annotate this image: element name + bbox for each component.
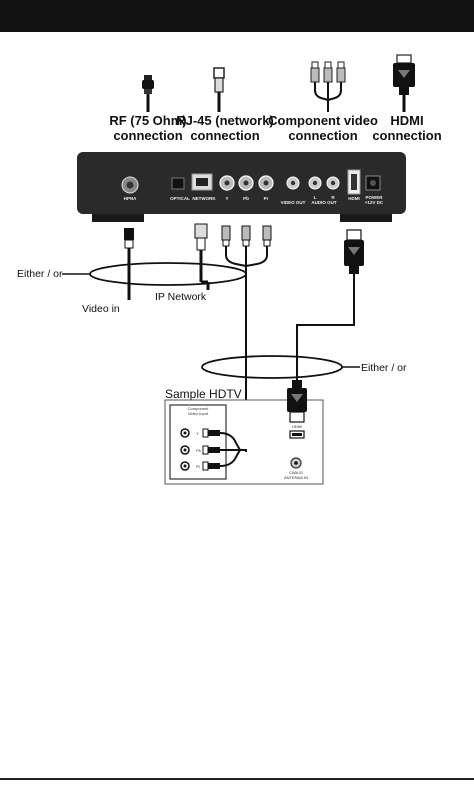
hdmi-port-label: HDMI — [348, 196, 360, 201]
pb-port-label: Pb — [243, 196, 249, 201]
tv-component-jacks — [180, 428, 190, 471]
component-label-line2: connection — [288, 128, 357, 143]
rj45-label-line1: RJ-45 (network) — [176, 113, 274, 128]
component-label-line1: Component video — [268, 113, 378, 128]
component-ports — [219, 175, 274, 191]
network-port-label: NETWORK — [192, 196, 216, 201]
header-bar — [0, 0, 474, 32]
optical-port — [171, 177, 185, 190]
tv-cable-label-line1: CABLE/ — [289, 470, 304, 475]
hdmi-port — [347, 169, 361, 195]
tv-hdmi-label: HDMI — [292, 424, 302, 429]
hdmi-cable — [296, 229, 364, 380]
video-out-label: VIDEO OUT — [281, 200, 306, 205]
component-connector-icon — [310, 61, 346, 112]
either-or-label-right: Either / or — [361, 362, 407, 374]
network-cable — [194, 223, 210, 290]
network-port — [191, 173, 213, 191]
hpna-port-label: HPNA — [124, 196, 138, 201]
power-label-line2: +12V DC — [365, 200, 384, 205]
rf-connector-icon — [142, 75, 154, 112]
tv-cable-label-line2: ANTENNA IN — [284, 475, 308, 480]
tv-cable-antenna-port — [290, 457, 302, 469]
tv-pb-label: Pb — [196, 448, 202, 453]
y-port-label: Y — [225, 196, 228, 201]
audio-r-label: R — [331, 195, 335, 200]
either-or-loop-left — [62, 262, 247, 286]
hdmi-label-line1: HDMI — [390, 113, 423, 128]
av-output-ports — [286, 176, 340, 190]
tv-component-plugs — [202, 428, 247, 471]
set-top-box-back-panel: HPNA OPTICAL NETWORK Y Pb Pr — [77, 152, 406, 222]
hdmi-connector-icon — [393, 54, 415, 112]
audio-l-label: L — [314, 195, 317, 200]
footer-rule — [0, 778, 474, 780]
tv-hdmi-port — [289, 430, 305, 439]
either-or-loop-right — [201, 355, 360, 379]
tv-hdmi-plug — [287, 380, 307, 423]
optical-port-label: OPTICAL — [170, 196, 190, 201]
rj45-label-line2: connection — [190, 128, 259, 143]
rj45-connector-icon — [213, 67, 225, 112]
audio-out-label: AUDIO OUT — [311, 200, 337, 205]
tv-component-title-line2: Video Input — [188, 411, 209, 416]
pr-port-label: Pr — [264, 196, 269, 201]
power-label-line1: POWER — [365, 195, 383, 200]
power-port — [365, 175, 381, 191]
hdmi-label-line2: connection — [372, 128, 441, 143]
tv-component-title-line1: Component — [188, 406, 210, 411]
rf-label-line1: RF (75 Ohm) — [109, 113, 186, 128]
tv-y-label: Y — [196, 431, 199, 436]
rf-label-line2: connection — [113, 128, 182, 143]
tv-pr-label: Pr — [196, 464, 201, 469]
rf-cable — [124, 228, 134, 300]
either-or-label-left: Either / or — [17, 268, 63, 280]
hpna-port — [121, 176, 139, 194]
ip-network-label: IP Network — [155, 291, 207, 303]
sample-hdtv-title: Sample HDTV — [165, 387, 242, 401]
video-in-label: Video in — [82, 303, 120, 315]
